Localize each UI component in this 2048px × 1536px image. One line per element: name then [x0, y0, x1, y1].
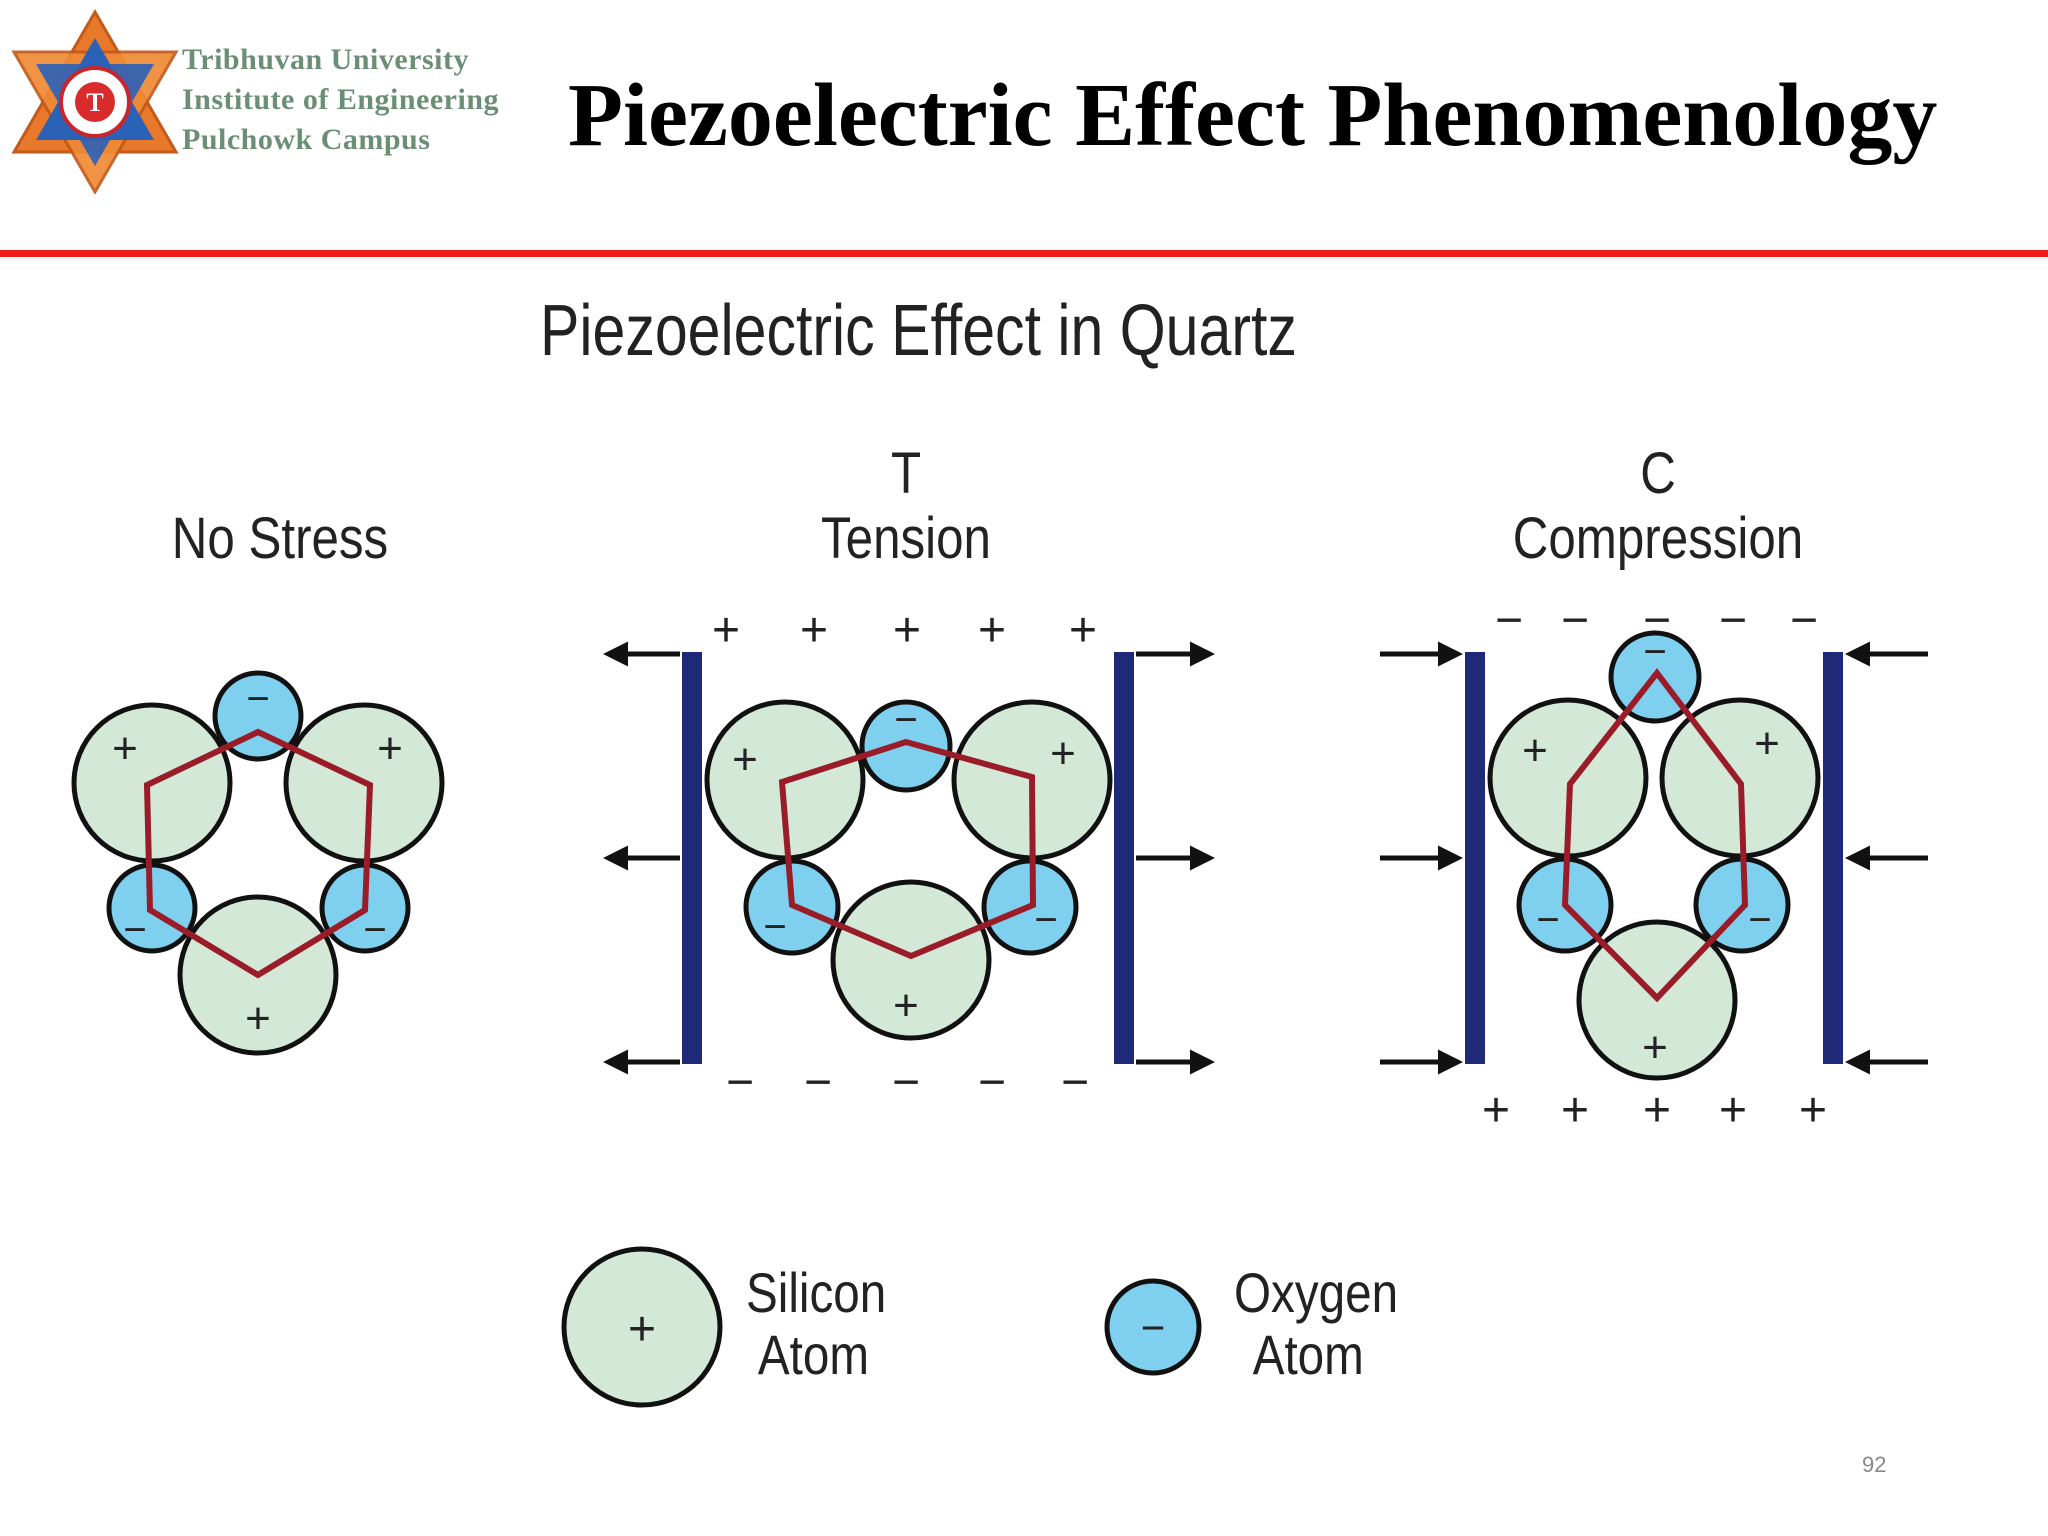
plus-sign: + [112, 724, 138, 773]
campus-name: Pulchowk Campus [182, 123, 431, 156]
compression-letter: C [1640, 441, 1676, 506]
minus-sign: − [1141, 1304, 1166, 1351]
minus-sign: − [1061, 1056, 1089, 1109]
plus-sign: + [1482, 1084, 1510, 1137]
minus-sign: − [1034, 898, 1057, 942]
plus-sign: + [1719, 1084, 1747, 1137]
oxygen-atom [212, 670, 304, 762]
divider-line [0, 250, 2048, 257]
plus-sign: + [800, 604, 828, 657]
minus-sign: − [1495, 594, 1523, 647]
minus-sign: − [1536, 898, 1559, 942]
svg-text:T: T [86, 88, 103, 117]
legend: + − [561, 1246, 1202, 1408]
plus-sign: + [628, 1303, 656, 1356]
minus-sign: − [1790, 594, 1818, 647]
slide-header: T Tribhuvan University Institute of Engi… [0, 0, 2048, 260]
no-stress-panel: + + + − − − [71, 670, 445, 1056]
oxygen-atom [859, 699, 953, 793]
plus-sign: + [377, 724, 403, 773]
slide-title: Piezoelectric Effect Phenomenology [568, 66, 1938, 165]
minus-sign: − [1561, 594, 1589, 647]
minus-sign: − [246, 677, 269, 721]
plus-sign: + [712, 604, 740, 657]
plus-sign: + [1799, 1084, 1827, 1137]
minus-sign: − [978, 1056, 1006, 1109]
legend-silicon-label: Silicon Atom [746, 1262, 886, 1386]
minus-sign: − [1719, 594, 1747, 647]
plus-sign: + [245, 994, 271, 1043]
electrode-plate [1114, 652, 1134, 1064]
minus-sign: − [894, 698, 917, 742]
university-seal-icon: T [11, 9, 179, 194]
crystal-hexagon [778, 738, 1037, 960]
tension-label: Tension [821, 506, 991, 571]
electrode-plate [1465, 652, 1485, 1064]
minus-sign: − [1748, 898, 1771, 942]
minus-sign: − [1643, 594, 1671, 647]
plus-sign: + [978, 604, 1006, 657]
tension-panel: + + + + + − − − − − + + + − − − [603, 604, 1215, 1109]
plus-sign: + [732, 735, 758, 784]
plus-sign: + [893, 604, 921, 657]
electrode-plate [1823, 652, 1843, 1064]
plus-sign: + [1643, 1084, 1671, 1137]
plus-sign: + [893, 981, 919, 1030]
minus-sign: − [892, 1056, 920, 1109]
figure-title: Piezoelectric Effect in Quartz [540, 291, 1297, 371]
silicon-atom [830, 879, 992, 1041]
crystal-hexagon [1561, 668, 1749, 1003]
legend-oxygen-line2: Atom [1252, 1323, 1364, 1386]
legend-oxygen-label: Oxygen Atom [1234, 1262, 1398, 1386]
institution-name: Tribhuvan University Institute of Engine… [182, 40, 499, 160]
plus-sign: + [1561, 1084, 1589, 1137]
legend-silicon-symbol [561, 1246, 723, 1408]
plus-sign: + [1642, 1023, 1668, 1072]
legend-silicon-line2: Atom [757, 1323, 869, 1386]
institute-name: Institute of Engineering [182, 83, 500, 116]
minus-sign: − [726, 1056, 754, 1109]
compression-panel: − − − − − + + + + + + + + − − − [1380, 594, 1928, 1137]
crystal-hexagon [143, 728, 374, 979]
minus-sign: − [804, 1056, 832, 1109]
plus-sign: + [1069, 604, 1097, 657]
minus-sign: − [123, 908, 146, 952]
plus-sign: + [1754, 719, 1780, 768]
plus-sign: + [1522, 726, 1548, 775]
compression-label: Compression [1512, 506, 1804, 571]
legend-oxygen-symbol [1104, 1278, 1202, 1376]
no-stress-label: No Stress [171, 506, 389, 571]
page-number: 92 [1862, 1452, 1887, 1477]
legend-silicon-line1: Silicon [746, 1261, 887, 1324]
minus-sign: − [363, 908, 386, 952]
tension-letter: T [890, 441, 922, 506]
university-name: Tribhuvan University [182, 43, 469, 76]
minus-sign: − [1643, 630, 1666, 674]
electrode-plate [682, 652, 702, 1064]
legend-oxygen-line1: Oxygen [1234, 1261, 1399, 1324]
minus-sign: − [763, 905, 786, 949]
plus-sign: + [1050, 729, 1076, 778]
